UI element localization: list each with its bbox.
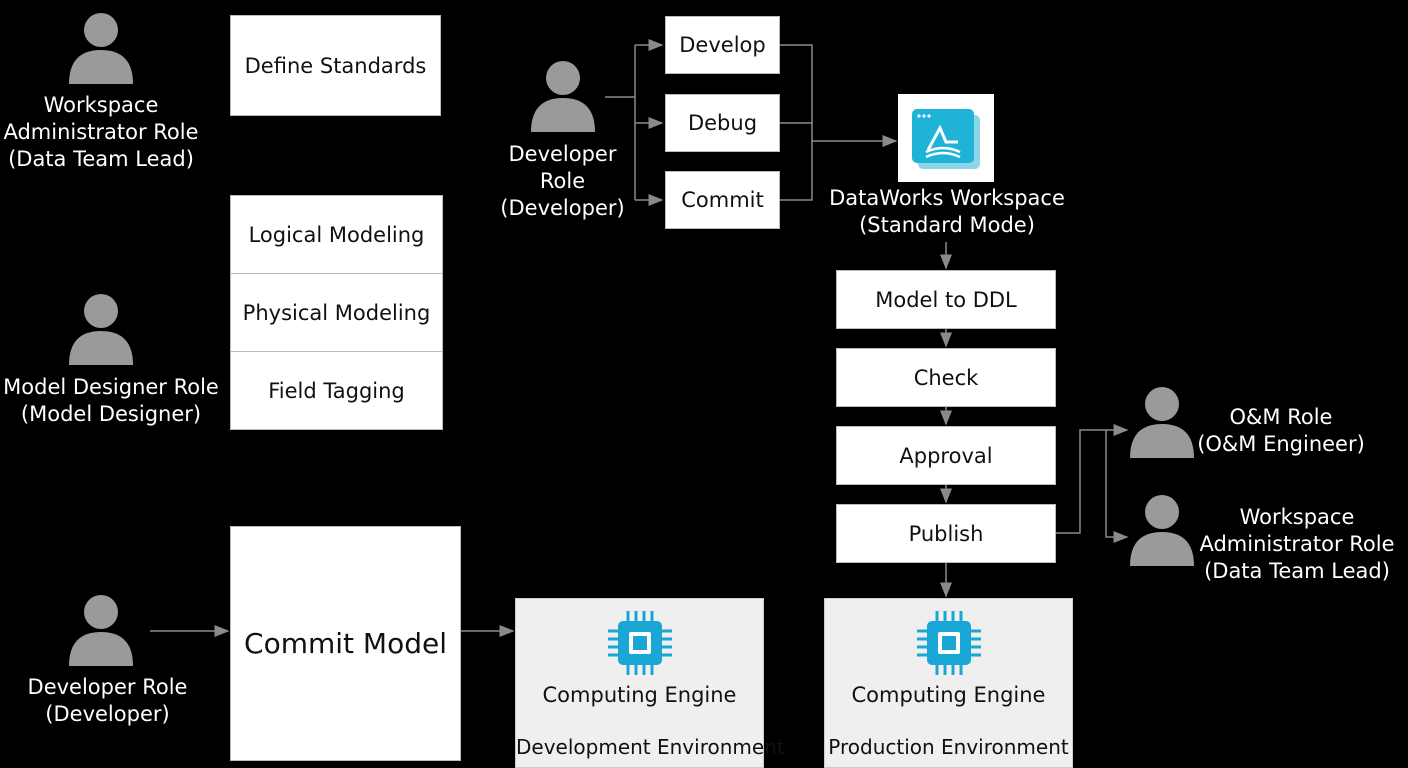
define-standards-box: Define Standards [230, 15, 441, 116]
commit-box: Commit [665, 171, 780, 229]
person-icon [69, 13, 133, 84]
person-icon [531, 61, 595, 132]
prod-engine-env: Production Environment [828, 735, 1069, 759]
role-label-developer: Developer Role (Developer) [27, 675, 188, 726]
person-icon [69, 294, 133, 365]
model-to-ddl-box: Model to DDL [836, 270, 1056, 329]
role-label-workspace-admin: Workspace Administrator Role (Data Team … [3, 93, 199, 171]
person-icon [69, 595, 133, 666]
dev-engine-env: Development Environment [516, 735, 785, 759]
develop-box: Develop [665, 16, 780, 74]
dev-computing-engine: Computing Engine Development Environment [515, 598, 785, 768]
role-label-developer-top: Developer Role (Developer) [500, 142, 625, 220]
publish-box: Publish [836, 504, 1056, 563]
prod-engine-title: Computing Engine [851, 683, 1046, 707]
dev-engine-title: Computing Engine [542, 683, 737, 707]
modeling-stack: Logical Modeling Physical Modeling Field… [230, 195, 443, 430]
check-box: Check [836, 348, 1056, 407]
role-label-model-designer: Model Designer Role (Model Designer) [3, 375, 219, 426]
role-label-workspace-admin-right: Workspace Administrator Role (Data Team … [1199, 505, 1395, 583]
field-tagging-box: Field Tagging [268, 378, 405, 403]
dataworks-icon [912, 109, 980, 169]
physical-modeling-box: Physical Modeling [231, 274, 442, 352]
dataworks-workspace-label: DataWorks Workspace (Standard Mode) [829, 186, 1065, 237]
person-icon [1130, 387, 1194, 458]
approval-box: Approval [836, 426, 1056, 485]
role-label-om: O&M Role (O&M Engineer) [1197, 405, 1365, 456]
chip-icon [608, 611, 672, 675]
debug-box: Debug [665, 94, 780, 152]
person-icon [1130, 495, 1194, 566]
chip-icon [917, 611, 981, 675]
prod-computing-engine: Computing Engine Production Environment [824, 598, 1073, 768]
commit-model-box: Commit Model [230, 526, 461, 761]
dataworks-workspace-card [898, 94, 994, 182]
logical-modeling-box: Logical Modeling [231, 196, 442, 274]
